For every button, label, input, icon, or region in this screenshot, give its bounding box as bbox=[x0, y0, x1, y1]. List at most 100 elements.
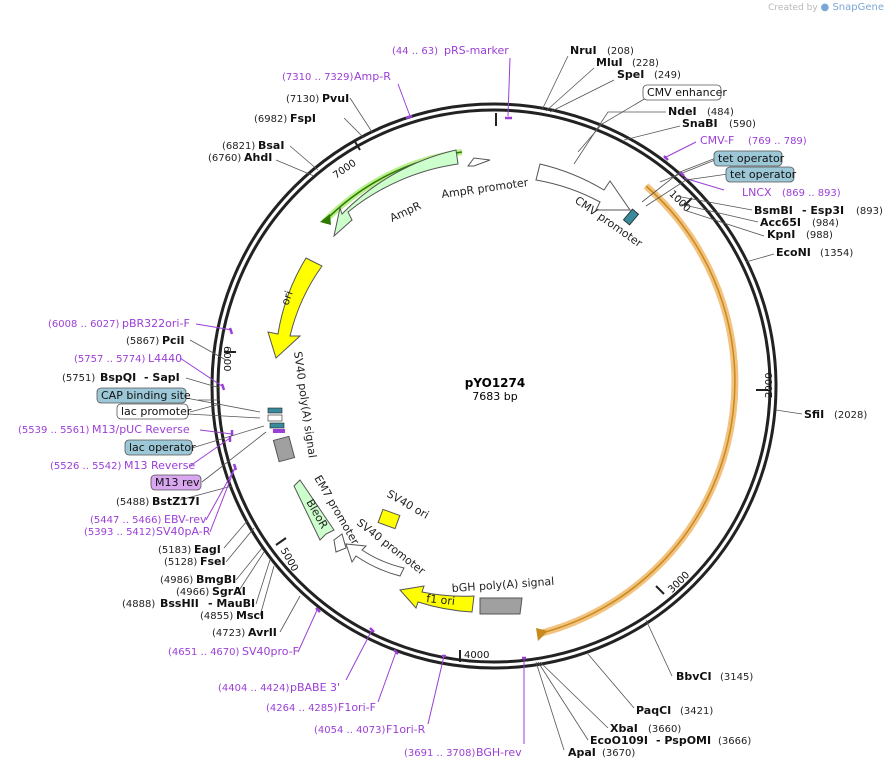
enzyme-ahdi-pos: (6760) bbox=[208, 153, 241, 164]
primer-l4440-range: (5757 .. 5774) bbox=[74, 354, 146, 365]
enzyme-fsei: FseI bbox=[200, 555, 226, 568]
primer-m13puc-range: (5539 .. 5561) bbox=[18, 425, 90, 436]
enzyme-bbvci-pos: (3145) bbox=[720, 672, 753, 683]
cap-binding-site-label: CAP binding site bbox=[101, 389, 191, 402]
primer-ebv-rev-range: (5447 .. 5466) bbox=[90, 515, 162, 526]
enzyme-maubi: - MauBI bbox=[208, 597, 255, 610]
enzyme-sapi-name: SapI bbox=[152, 371, 179, 384]
primer-pbr322ori-f-range: (6008 .. 6027) bbox=[48, 319, 120, 330]
m13-rev-label: M13 rev bbox=[155, 476, 200, 489]
enzyme-apai: ApaI bbox=[568, 746, 596, 759]
enzyme-fsei-pos: (5128) bbox=[164, 557, 197, 568]
tick-6000: 6000 bbox=[221, 346, 232, 371]
enzyme-apai-pos: (3670) bbox=[602, 748, 635, 759]
enzyme-sapi: - SapI bbox=[144, 371, 180, 384]
enzyme-bsshii: BssHII bbox=[160, 597, 199, 610]
primer-f1ori-r-range: (4054 .. 4073) bbox=[314, 725, 386, 736]
lac-operator-mark bbox=[269, 422, 285, 429]
tet-operator-label-2: tet operator bbox=[730, 168, 797, 181]
ampr-label: AmpR bbox=[388, 199, 424, 225]
orange-highlight-arc bbox=[537, 183, 739, 638]
brand-name: SnapGene bbox=[832, 2, 884, 13]
primer-prs-marker: pRS-marker bbox=[444, 44, 509, 57]
bgh-polya-box bbox=[479, 597, 523, 615]
sv40-ori-box bbox=[377, 508, 401, 530]
enzyme-econi: EcoNI bbox=[776, 246, 811, 259]
green-arc-arrowhead bbox=[320, 214, 331, 225]
enzyme-bstz17i-pos: (5488) bbox=[116, 497, 149, 508]
f1-ori-arrow bbox=[399, 585, 475, 613]
enzyme-xbai-pos: (3660) bbox=[648, 724, 681, 735]
enzyme-econi-pos: (1354) bbox=[820, 248, 853, 259]
tet-operator-box-1 bbox=[713, 150, 783, 167]
primer-bgh-rev-range: (3691 .. 3708) bbox=[404, 748, 476, 759]
primer-ebv-rev: EBV-rev bbox=[164, 513, 207, 526]
credit-prefix: Created by bbox=[768, 3, 818, 13]
primer-amp-r-range: (7310 .. 7329) bbox=[282, 72, 354, 83]
enzyme-sgrai: SgrAI bbox=[212, 585, 246, 598]
enzyme-leader-lines bbox=[179, 55, 803, 751]
cmv-enhancer-box bbox=[642, 84, 722, 101]
backbone-inner-ring bbox=[216, 108, 772, 664]
enzyme-esp3i-name: Esp3I bbox=[810, 204, 844, 217]
orange-arc-arrowhead bbox=[536, 628, 548, 641]
em7-promoter-arrow bbox=[333, 533, 347, 553]
cmv-promoter-arrow bbox=[535, 163, 631, 211]
enzyme-pcii: PciI bbox=[162, 334, 184, 347]
m13-rev-mark bbox=[273, 429, 285, 433]
enzyme-sgrai-pos: (4966) bbox=[176, 587, 209, 598]
enzyme-esp3i: - Esp3I bbox=[802, 204, 844, 217]
enzyme-fspi: FspI bbox=[290, 112, 316, 125]
enzyme-nrui: NruI bbox=[570, 44, 597, 57]
primer-pbr322ori-f: pBR322ori-F bbox=[122, 317, 190, 330]
cmv-enhancer-label: CMV enhancer bbox=[647, 86, 727, 99]
ori-arrow bbox=[267, 257, 323, 359]
primer-amp-r: Amp-R bbox=[354, 70, 391, 83]
lac-operator-label: lac operator bbox=[129, 441, 196, 454]
enzyme-paqci-pos: (3421) bbox=[680, 706, 713, 717]
f1-ori-label: f1 ori bbox=[426, 592, 456, 608]
primer-lncx: LNCX bbox=[742, 186, 772, 199]
primer-m13rev-range: (5526 .. 5542) bbox=[50, 461, 122, 472]
enzyme-kpni: KpnI bbox=[767, 228, 795, 241]
enzyme-bsmbi: BsmBI bbox=[754, 204, 793, 217]
lac-promoter-box bbox=[116, 403, 189, 420]
primer-lncx-range: (869 .. 893) bbox=[782, 188, 841, 199]
lac-promoter-label: lac promoter bbox=[121, 405, 192, 418]
enzyme-bsshii-pos: (4888) bbox=[122, 599, 155, 610]
enzyme-ndei-pos: (484) bbox=[707, 107, 734, 118]
primer-cmv-f-range: (769 .. 789) bbox=[748, 136, 807, 147]
enzyme-snabi: SnaBI bbox=[682, 117, 718, 130]
enzyme-bmgbi: BmgBI bbox=[196, 573, 236, 586]
tet-operator-mark bbox=[622, 208, 640, 226]
tick-2000: 2000 bbox=[764, 373, 775, 398]
ampr-arrow bbox=[333, 149, 459, 238]
primer-f1ori-r: F1ori-R bbox=[386, 723, 426, 736]
enzyme-mlui: MluI bbox=[596, 56, 623, 69]
tet-operator-label-1: tet operator bbox=[718, 152, 785, 165]
enzyme-sfii: SfiI bbox=[804, 408, 824, 421]
sv40-promoter-arrow bbox=[345, 543, 405, 577]
enzyme-msci: MscI bbox=[236, 609, 264, 622]
enzyme-xbai: XbaI bbox=[610, 722, 638, 735]
enzyme-pvui-pos: (7130) bbox=[286, 94, 319, 105]
enzyme-pcii-pos: (5867) bbox=[126, 336, 159, 347]
tick-4000: 4000 bbox=[464, 650, 489, 661]
ampr-promoter-label: AmpR promoter bbox=[441, 176, 530, 201]
enzyme-pspomi-name: PspOMI bbox=[664, 734, 711, 747]
orange-highlight-line bbox=[537, 185, 736, 635]
enzyme-avrii-pos: (4723) bbox=[212, 628, 245, 639]
enzyme-kpni-pos: (988) bbox=[806, 230, 833, 241]
plasmid-name: pYO1274 bbox=[465, 376, 525, 390]
enzyme-bsmbi-pos: (893) bbox=[856, 206, 883, 217]
enzyme-sfii-pos: (2028) bbox=[834, 410, 867, 421]
enzyme-bmgbi-pos: (4986) bbox=[160, 575, 193, 586]
snapgene-logo: ● SnapGene bbox=[820, 2, 884, 13]
primer-m13puc: M13/pUC Reverse bbox=[92, 423, 190, 436]
enzyme-bsai: BsaI bbox=[258, 139, 284, 152]
enzyme-bstz17i: BstZ17I bbox=[152, 495, 200, 508]
ampr-promoter-arrow bbox=[467, 157, 491, 167]
primer-pbabe3-range: (4404 .. 4424) bbox=[218, 683, 290, 694]
primer-f1ori-f-range: (4264 .. 4285) bbox=[266, 703, 338, 714]
